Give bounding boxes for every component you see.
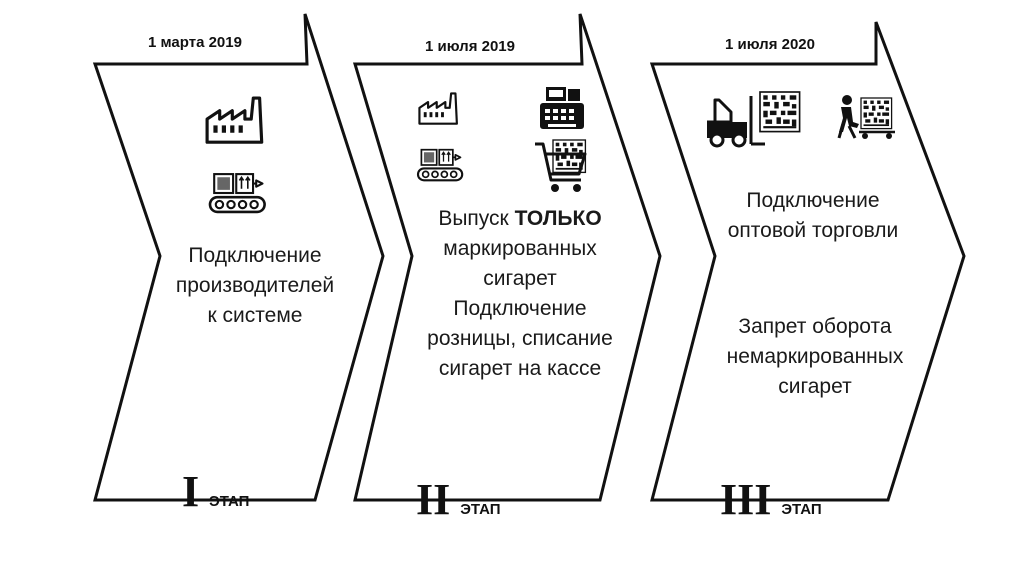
stage-2-roman: II [416,475,451,524]
stage-1-roman: I [182,467,200,516]
stage-1-chevron [92,13,385,502]
stage-2-label: II ЭТАП [416,474,501,525]
text-line: к системе [207,304,303,327]
stage-2-etap: ЭТАП [460,501,501,518]
stage-1-date: 1 марта 2019 [148,34,242,51]
text-line: Подключение [188,244,322,267]
stage-3-chevron [649,21,966,502]
text-line: сигарет на кассе [438,357,602,380]
stage-1-text: Подключение производителей к системе [140,241,370,331]
stage-3-date: 1 июля 2020 [725,36,815,53]
shopping-cart-icon [535,139,587,192]
text-line: производителей [175,274,335,297]
stage-1-etap: ЭТАП [209,493,250,510]
text-emphasis: ТОЛЬКО [514,207,602,230]
text-line: сигарет [483,267,557,290]
datamatrix-code-icon [759,91,801,133]
cash-register-icon [540,87,584,129]
loader-worker-icon [837,95,895,139]
text-line: Выпуск ТОЛЬКО [400,204,640,234]
text-line: Подключение [453,297,587,320]
text-line: Запрет оборота [738,315,892,338]
stage-3-etap: ЭТАП [781,501,822,518]
stage-3-text-bottom: Запрет оборота немаркированных сигарет [695,312,935,402]
stage-3-text-top: Подключение оптовой торговли [693,186,933,246]
stage-3-label: III ЭТАП [720,474,822,525]
stage-2-date: 1 июля 2019 [425,38,515,55]
stage-3-roman: III [720,475,772,524]
stage-2-text: Выпуск ТОЛЬКО маркированных сигарет Подк… [400,204,640,384]
text-line: немаркированных [726,345,904,368]
text-line: оптовой торговли [727,219,899,242]
text-line: маркированных [443,237,597,260]
text-line: сигарет [778,375,852,398]
forklift-icon [707,96,765,148]
text-line: розницы, списание [427,327,613,350]
stage-2-chevron [352,13,662,502]
text-line: Подключение [746,189,880,212]
text-prefix: Выпуск [438,207,515,230]
stage-1-label: I ЭТАП [182,466,249,517]
